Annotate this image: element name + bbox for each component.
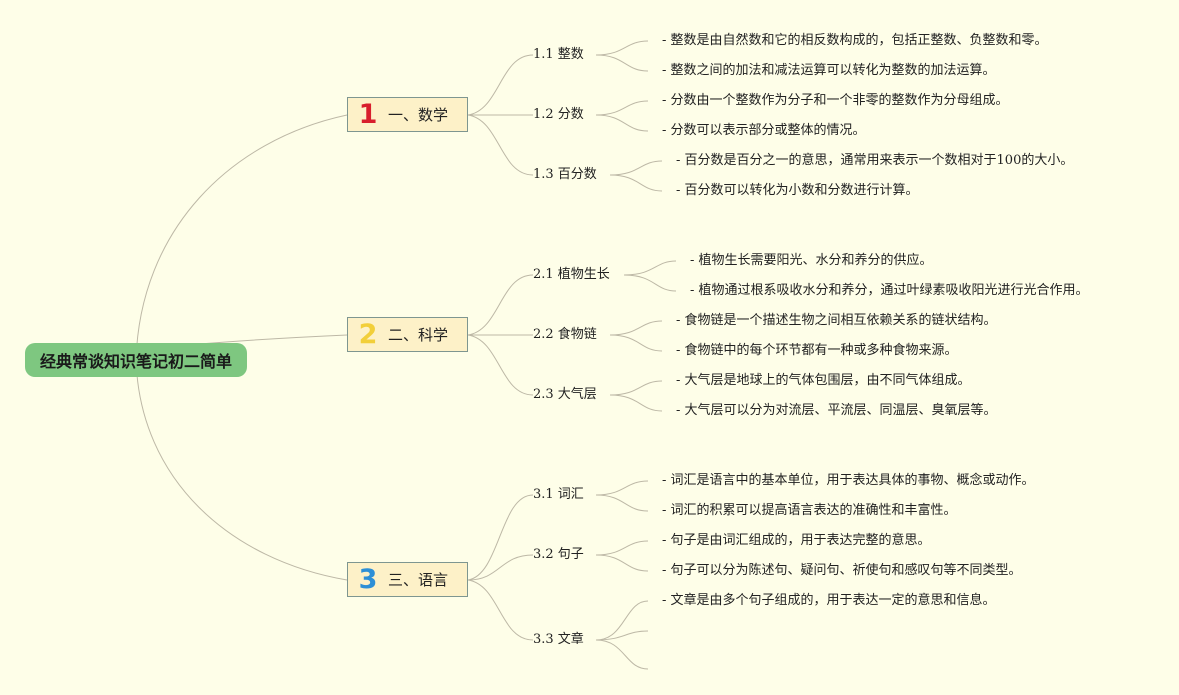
note-3-2-b[interactable]: - 句子可以分为陈述句、疑问句、祈使句和感叹句等不同类型。 bbox=[662, 563, 1022, 578]
note-3-2-a[interactable]: - 句子是由词汇组成的，用于表达完整的意思。 bbox=[662, 533, 931, 548]
subtopic-3-2[interactable]: 3.2 句子 bbox=[533, 547, 584, 562]
subtopic-2-3[interactable]: 2.3 大气层 bbox=[533, 387, 597, 402]
note-2-1-a[interactable]: - 植物生长需要阳光、水分和养分的供应。 bbox=[690, 253, 933, 268]
topic-label: 二、科学 bbox=[388, 326, 449, 344]
topic-label: 三、语言 bbox=[388, 571, 449, 589]
subtopic-1-1[interactable]: 1.1 整数 bbox=[533, 47, 584, 62]
topic-label: 一、数学 bbox=[388, 106, 449, 124]
note-1-1-a[interactable]: - 整数是由自然数和它的相反数构成的，包括正整数、负整数和零。 bbox=[662, 33, 1048, 48]
subtopic-2-2[interactable]: 2.2 食物链 bbox=[533, 327, 597, 342]
subtopic-3-3[interactable]: 3.3 文章 bbox=[533, 632, 584, 647]
topic-node-language[interactable]: 3 三、语言 bbox=[347, 562, 468, 597]
number-2-icon: 2 bbox=[358, 319, 378, 350]
note-2-1-b[interactable]: - 植物通过根系吸收水分和养分，通过叶绿素吸收阳光进行光合作用。 bbox=[690, 283, 1089, 298]
note-2-2-b[interactable]: - 食物链中的每个环节都有一种或多种食物来源。 bbox=[676, 343, 958, 358]
note-2-3-b[interactable]: - 大气层可以分为对流层、平流层、同温层、臭氧层等。 bbox=[676, 403, 997, 418]
connector-root-topic-1 bbox=[135, 114, 348, 361]
subtopic-1-2[interactable]: 1.2 分数 bbox=[533, 107, 584, 122]
note-1-3-b[interactable]: - 百分数可以转化为小数和分数进行计算。 bbox=[676, 183, 919, 198]
note-1-2-a[interactable]: - 分数由一个整数作为分子和一个非零的整数作为分母组成。 bbox=[662, 93, 1009, 108]
root-label: 经典常谈知识笔记初二简单 bbox=[39, 352, 232, 371]
number-3-icon: 3 bbox=[358, 564, 378, 595]
subtopic-2-1[interactable]: 2.1 植物生长 bbox=[533, 267, 610, 282]
note-1-2-b[interactable]: - 分数可以表示部分或整体的情况。 bbox=[662, 123, 866, 138]
note-3-1-b[interactable]: - 词汇的积累可以提高语言表达的准确性和丰富性。 bbox=[662, 503, 957, 518]
number-1-icon: 1 bbox=[358, 99, 378, 130]
subtopic-1-3[interactable]: 1.3 百分数 bbox=[533, 167, 597, 182]
note-1-1-b[interactable]: - 整数之间的加法和减法运算可以转化为整数的加法运算。 bbox=[662, 63, 996, 78]
topic-node-science[interactable]: 2 二、科学 bbox=[347, 317, 468, 352]
note-3-1-a[interactable]: - 词汇是语言中的基本单位，用于表达具体的事物、概念或动作。 bbox=[662, 473, 1035, 488]
note-2-3-a[interactable]: - 大气层是地球上的气体包围层，由不同气体组成。 bbox=[676, 373, 971, 388]
subtopic-3-1[interactable]: 3.1 词汇 bbox=[533, 487, 584, 502]
root-node[interactable]: 经典常谈知识笔记初二简单 bbox=[25, 343, 247, 377]
connector-root-topic-3 bbox=[135, 359, 348, 581]
topic-node-math[interactable]: 1 一、数学 bbox=[347, 97, 468, 132]
note-1-3-a[interactable]: - 百分数是百分之一的意思，通常用来表示一个数相对于100的大小。 bbox=[676, 153, 1074, 168]
note-2-2-a[interactable]: - 食物链是一个描述生物之间相互依赖关系的链状结构。 bbox=[676, 313, 997, 328]
note-3-3-a[interactable]: - 文章是由多个句子组成的，用于表达一定的意思和信息。 bbox=[662, 593, 996, 608]
